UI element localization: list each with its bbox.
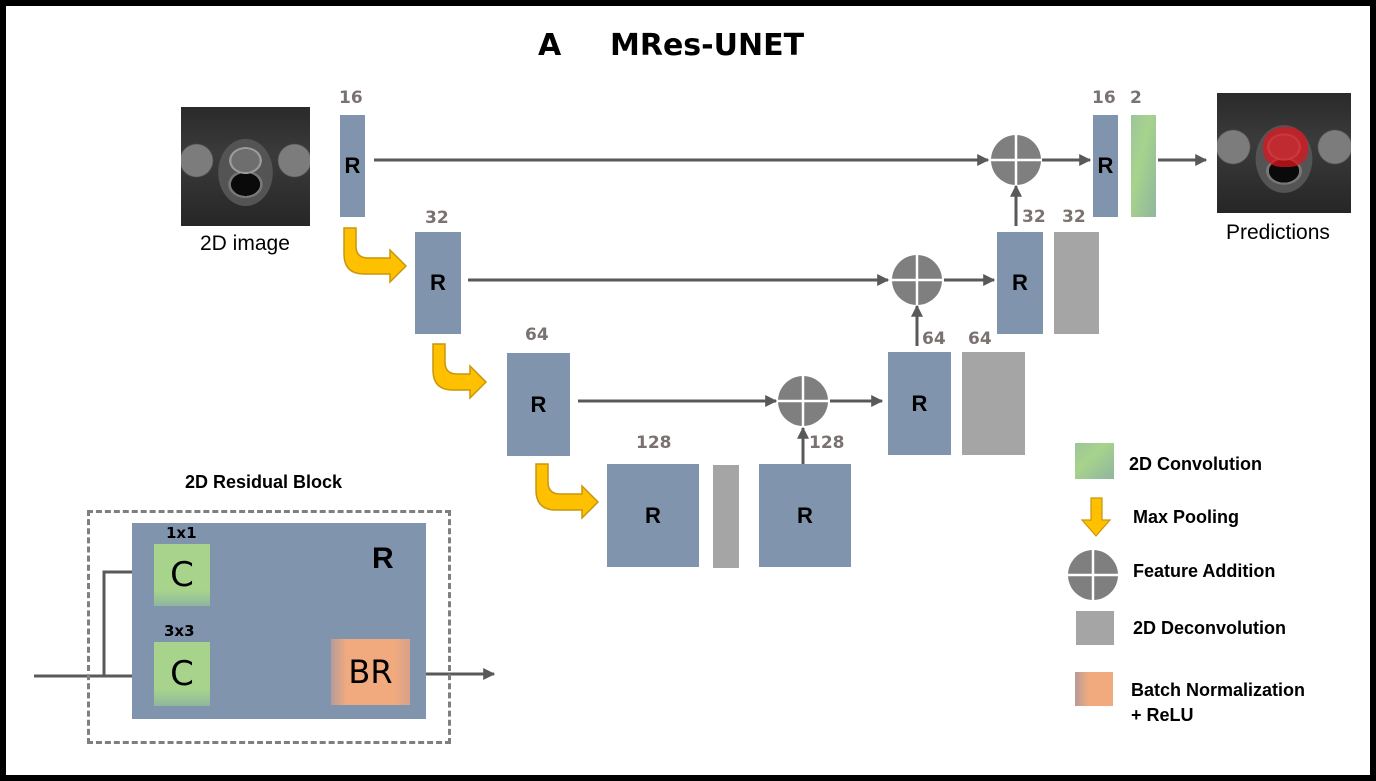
block-label: R	[645, 502, 661, 528]
dec3-channels: 64	[922, 329, 946, 349]
block-label: R	[344, 153, 361, 178]
enc3-channels: 64	[525, 325, 549, 345]
block-label: R	[1097, 153, 1114, 178]
legend-label-bn: Batch Normalization	[1131, 680, 1306, 700]
addition-node-level3	[778, 376, 828, 426]
down-arrow-icon	[1080, 497, 1112, 537]
legend-label-conv: 2D Convolution	[1129, 454, 1262, 474]
block-label: R	[797, 502, 813, 528]
bn-relu-swatch	[1075, 672, 1113, 706]
bn-relu-block: BR	[331, 639, 410, 705]
residual-block-title: 2D Residual Block	[185, 472, 343, 492]
encoder-block-1: R	[340, 115, 365, 217]
diagram-canvas: A MRes-UNET 2D image Predictions 16 R 32…	[6, 6, 1370, 775]
conv1-block: C	[154, 544, 210, 606]
bottleneck-block: R	[607, 464, 699, 567]
block-label: R	[530, 391, 547, 417]
final-conv-block	[1131, 115, 1156, 217]
conv2-kernel: 3x3	[164, 622, 195, 640]
legend-label-relu: + ReLU	[1131, 705, 1194, 725]
input-caption: 2D image	[200, 232, 290, 255]
panel-letter: A	[538, 28, 562, 63]
page-title: MRes-UNET	[610, 28, 805, 63]
legend-label-addition: Feature Addition	[1133, 561, 1276, 581]
residual-block-frame	[87, 510, 451, 744]
encoder-block-3: R	[507, 353, 570, 456]
decoder-block-bottom: R	[759, 464, 851, 567]
decoder-deconv-3	[962, 352, 1025, 455]
prediction-mri-image	[1217, 93, 1351, 213]
dec3-deconv-channels: 64	[968, 329, 992, 349]
encoder-block-2: R	[415, 232, 461, 334]
addition-node-level2	[892, 255, 942, 305]
enc2-channels: 32	[425, 208, 449, 228]
dec-bottom-channels: 128	[809, 433, 845, 453]
deconv-swatch	[1076, 611, 1114, 645]
legend-label-deconv: 2D Deconvolution	[1133, 618, 1287, 638]
conv2-block: C	[154, 642, 210, 706]
decoder-deconv-2	[1054, 232, 1099, 334]
max-pooling-arrow-3	[535, 463, 600, 520]
circle-plus-icon	[1068, 550, 1118, 600]
max-pooling-arrow-2	[432, 343, 488, 400]
block-label: R	[430, 270, 446, 295]
dec2-channels: 32	[1022, 207, 1046, 227]
decoder-block-1: R	[1093, 115, 1118, 217]
bottleneck-deconv	[713, 465, 739, 568]
output-caption: Predictions	[1226, 221, 1330, 244]
decoder-block-2: R	[997, 232, 1043, 334]
max-pooling-arrow-1	[343, 227, 408, 284]
input-mri-image	[181, 107, 310, 226]
dec1-channels: 16	[1092, 88, 1116, 108]
bottleneck-channels: 128	[636, 433, 672, 453]
conv1-kernel: 1x1	[166, 524, 197, 542]
residual-block-label: R	[372, 542, 394, 575]
enc1-channels: 16	[339, 88, 363, 108]
block-label: R	[1012, 270, 1028, 295]
dec2-deconv-channels: 32	[1062, 207, 1086, 227]
conv-swatch	[1075, 443, 1114, 479]
legend-label-maxpool: Max Pooling	[1133, 507, 1240, 527]
decoder-block-3: R	[888, 352, 951, 455]
final-conv-channels: 2	[1130, 88, 1142, 108]
block-label: R	[911, 390, 928, 416]
segmentation-overlay	[1262, 126, 1309, 168]
addition-node-level1	[991, 135, 1041, 185]
